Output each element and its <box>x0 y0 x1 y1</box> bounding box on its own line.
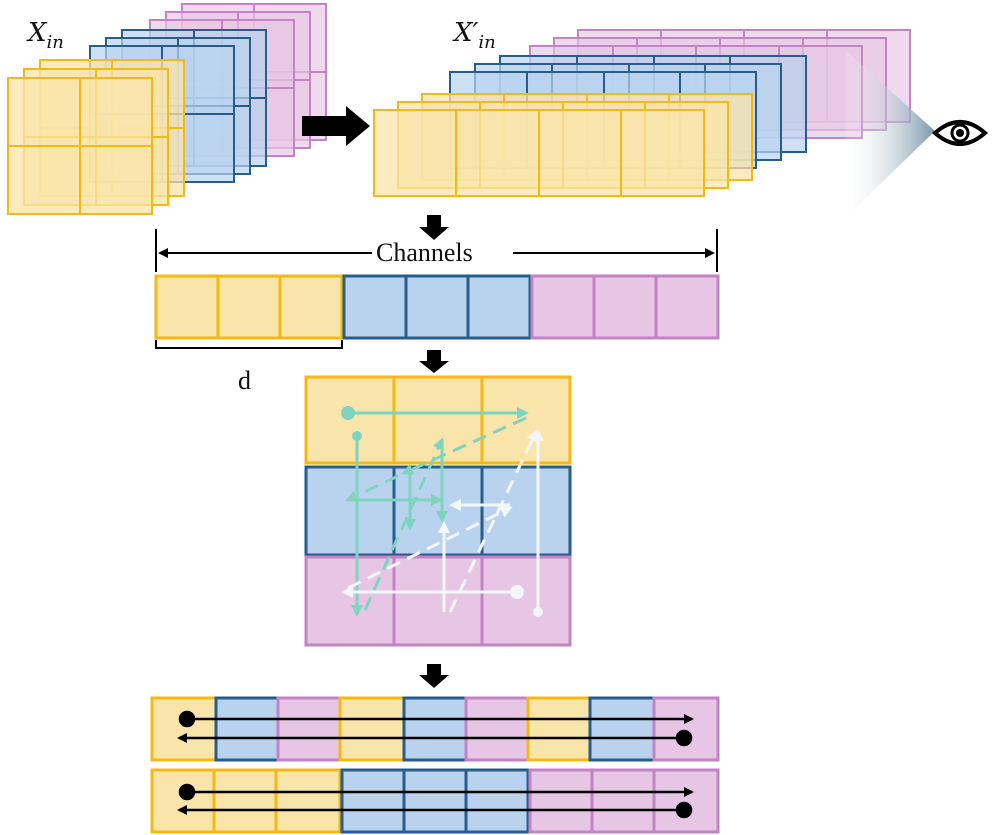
x-in-prime-label: X′in <box>454 18 496 53</box>
x-in-feature-stack <box>7 3 327 215</box>
d-label: d <box>238 366 251 395</box>
channels-span-indicator <box>155 229 718 272</box>
bidirectional-scan-arrows-1 <box>177 710 694 747</box>
channel-strip <box>154 274 720 340</box>
channels-label: Channels <box>376 238 473 267</box>
view-cone-icon <box>845 50 935 218</box>
x-in-prime-main: X′ <box>454 18 479 48</box>
down-arrow-icon <box>419 350 449 373</box>
grouped-sequence-strip <box>150 768 720 834</box>
x-in-label: Xin <box>28 18 64 53</box>
x-in-prime-sub: in <box>478 32 496 53</box>
bidirectional-scan-arrows-2 <box>177 783 694 819</box>
right-arrow-icon <box>302 106 370 146</box>
d-bracket <box>155 340 343 349</box>
x-in-sub: in <box>46 32 64 53</box>
down-arrow-icon <box>419 664 449 688</box>
interleaved-sequence-strip <box>150 696 720 762</box>
white-scan-path <box>341 429 544 617</box>
eye-icon <box>931 120 989 146</box>
teal-scan-path <box>341 406 529 617</box>
x-in-main: X <box>28 18 47 48</box>
spatial-grid <box>304 375 572 647</box>
down-arrow-icon <box>419 215 449 240</box>
x-in-prime-feature-stack <box>373 29 911 197</box>
